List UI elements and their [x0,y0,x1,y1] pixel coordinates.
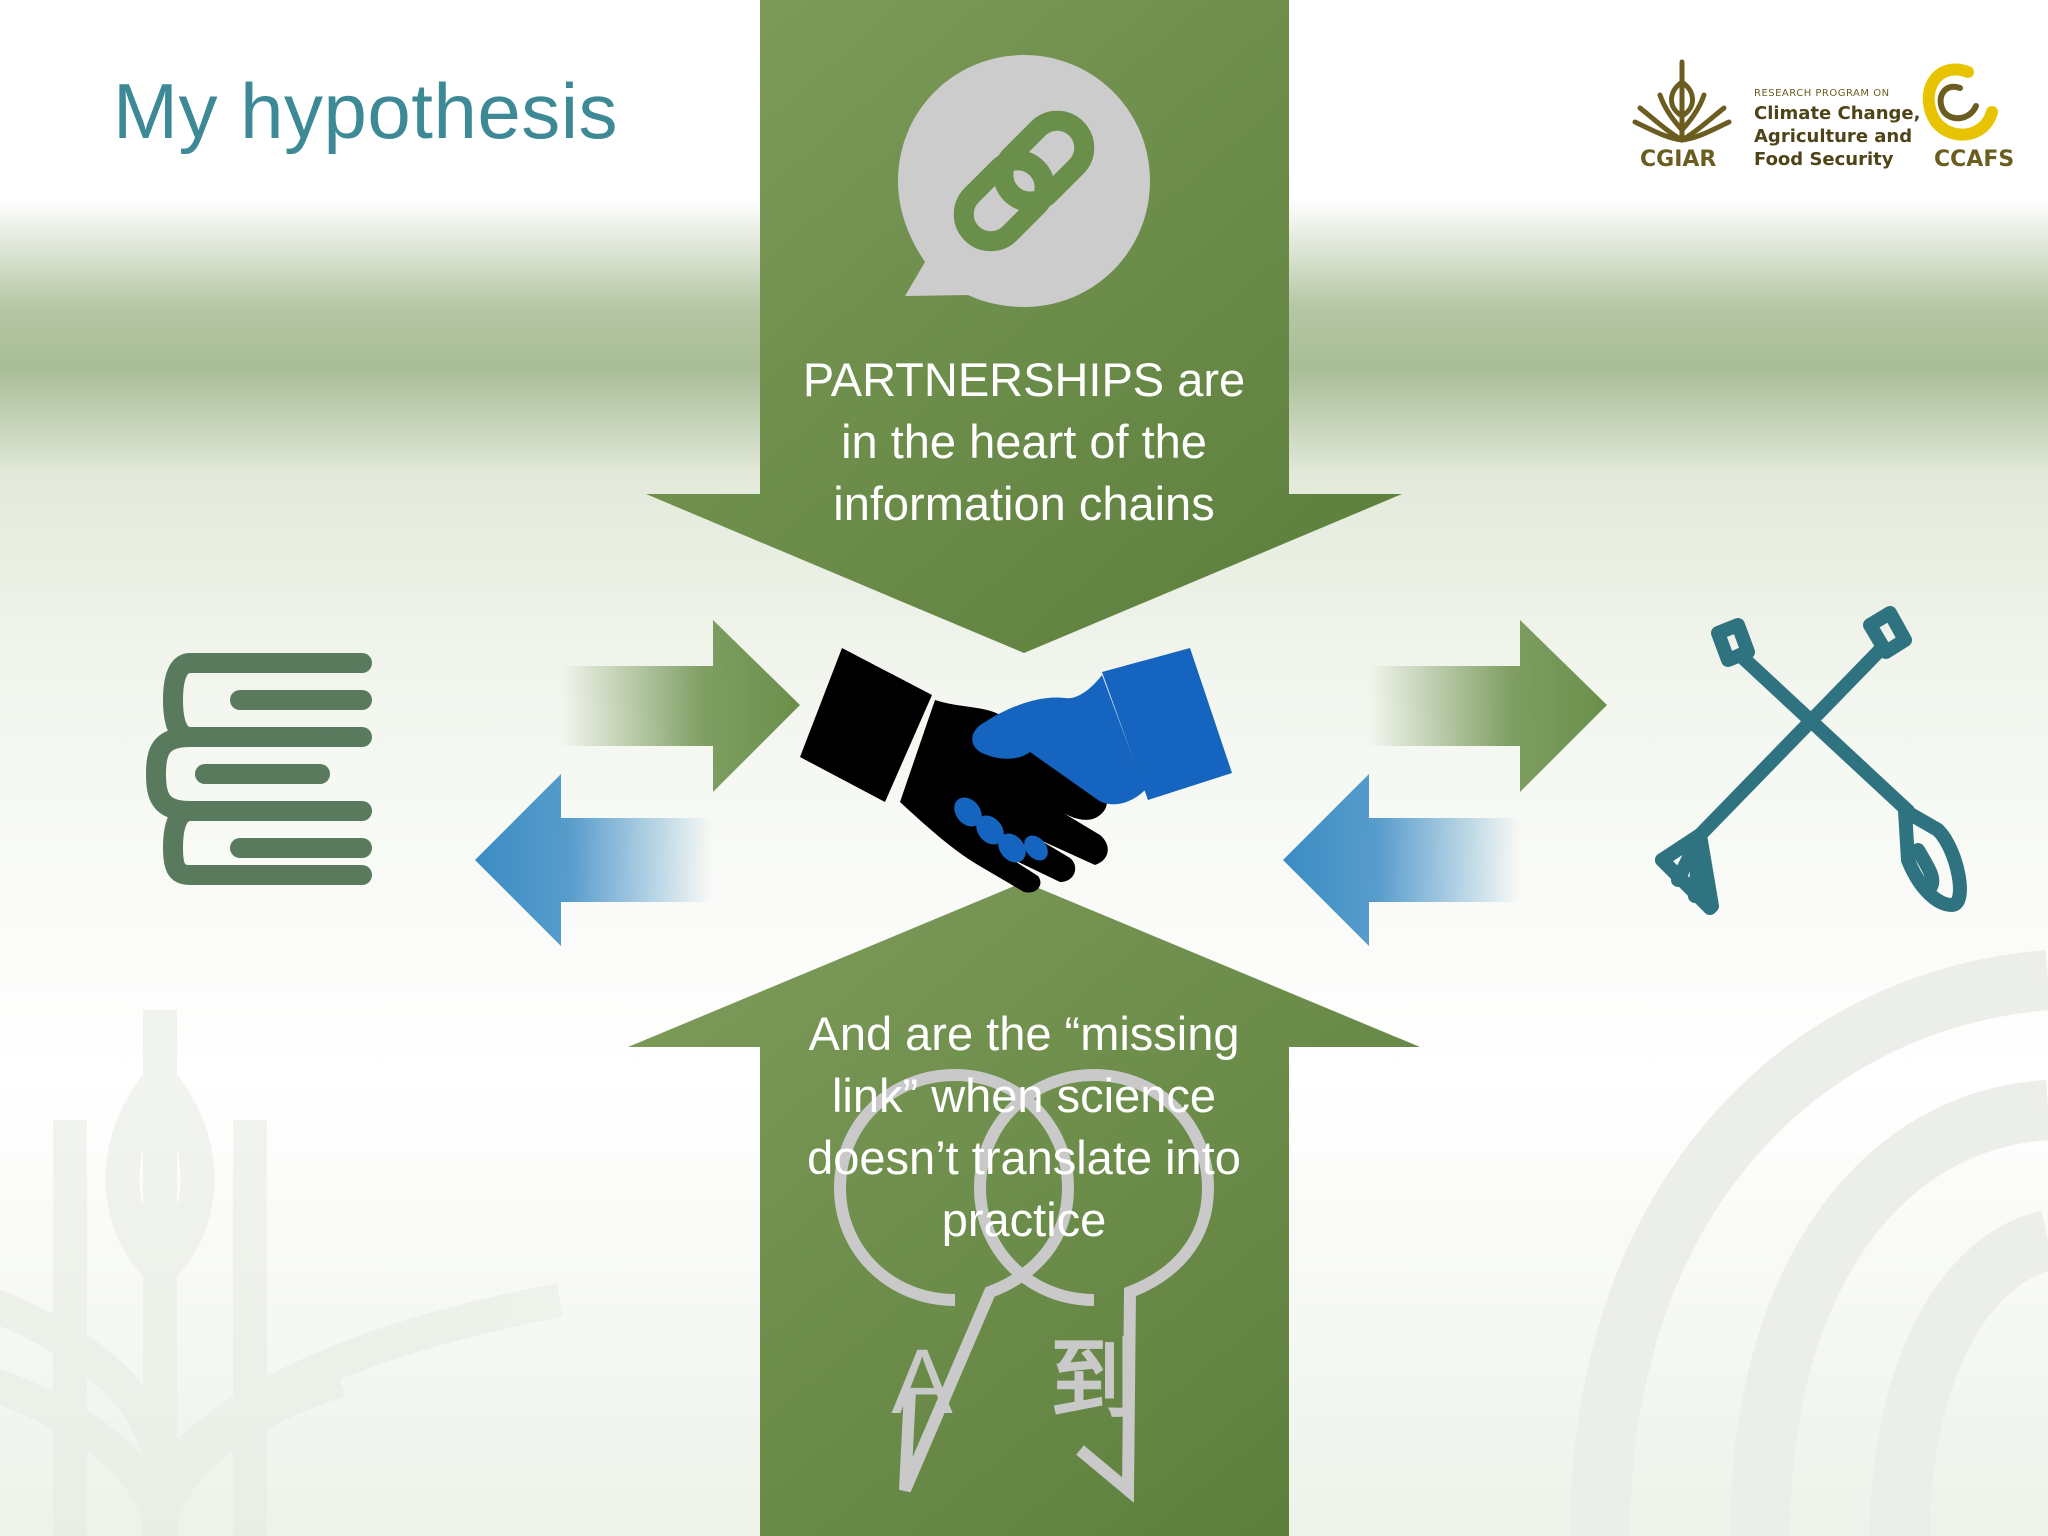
top-down-arrow [646,0,1402,653]
bottom-up-arrow [628,882,1420,1536]
ccafs-emblem-icon [1922,63,1998,141]
page-title: My hypothesis [113,67,619,155]
logo-ccafs-text: CCAFS [1934,147,2015,172]
left-green-arrow [560,620,800,792]
garden-tools-icon [1655,606,1967,915]
cgiar-emblem-icon [1632,59,1732,143]
logo-cgiar-text: CGIAR [1640,147,1717,172]
right-blue-arrow [1283,774,1520,946]
cgiar-ccafs-logo: CGIAR RESEARCH PROGRAM ON Climate Change… [1630,55,2020,185]
logo-program-line: Agriculture and [1754,126,1913,147]
bottom-arrow-text-line: practice [941,1193,1107,1246]
logo-program-line: Climate Change, [1754,103,1921,124]
books-icon [146,653,372,885]
top-arrow-text-line: PARTNERSHIPS are [802,353,1246,406]
translate-icon [833,1068,1215,1503]
handshake-icon [800,648,1232,893]
bottom-arrow-text-line: link” when science [831,1069,1216,1122]
top-arrow-text-line: in the heart of the [841,415,1207,468]
watermark-swirl-icon [1570,950,2048,1536]
link-chat-icon [898,55,1150,307]
translate-left-glyph: A [891,1331,953,1433]
top-arrow-text: PARTNERSHIPS are in the heart of the inf… [764,349,1284,535]
logo-kicker-text: RESEARCH PROGRAM ON [1754,88,1890,99]
translate-right-glyph: 到 [1050,1328,1138,1431]
right-green-arrow [1368,620,1607,792]
watermark-wheat-icon [0,1010,564,1536]
left-blue-arrow [475,774,712,946]
bottom-arrow-text-line: doesn’t translate into [807,1131,1241,1184]
logo-program-line: Food Security [1754,149,1894,170]
top-arrow-text-line: information chains [833,477,1215,530]
bottom-arrow-text-line: And are the “missing [808,1007,1240,1060]
bottom-arrow-text: And are the “missing link” when science … [764,1003,1284,1251]
